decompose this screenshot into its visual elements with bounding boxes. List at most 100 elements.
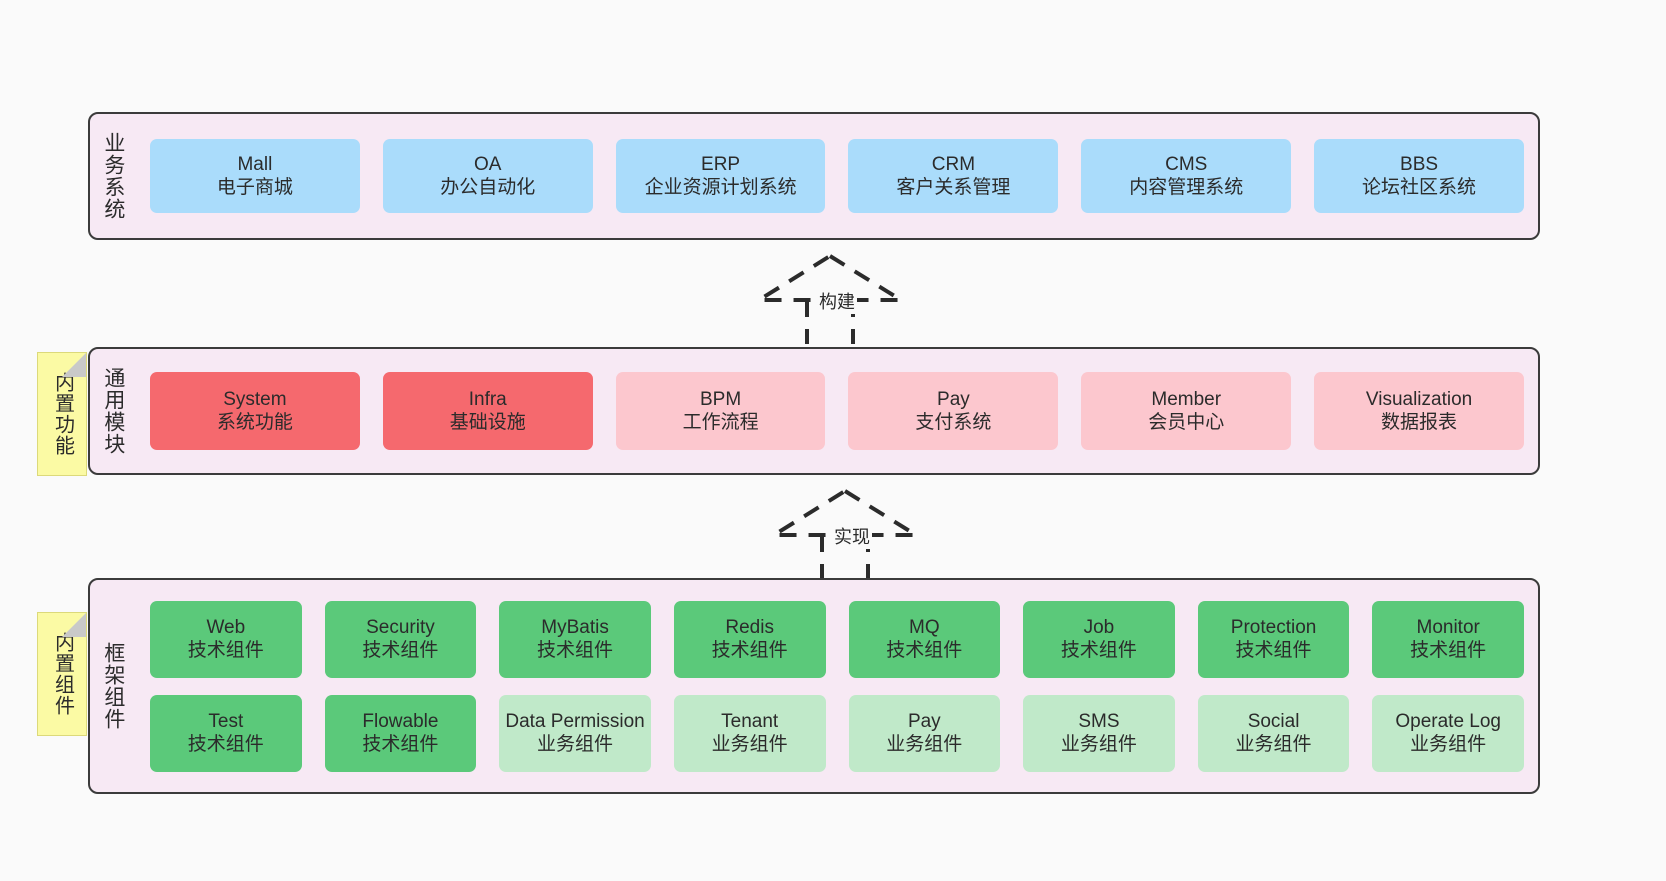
card-cms-title: CMS [1165, 153, 1208, 175]
card-job-title: Job [1083, 616, 1115, 638]
card-protection-subtitle: 技术组件 [1235, 640, 1312, 661]
card-oa[interactable]: OA 办公自动化 [382, 139, 593, 213]
card-web[interactable]: Web 技术组件 [150, 600, 302, 678]
card-bbs-subtitle: 论坛社区系统 [1362, 177, 1477, 198]
card-mq[interactable]: MQ 技术组件 [848, 600, 1001, 678]
note-builtin-components-text: 内置组件 [51, 632, 74, 716]
card-bbs[interactable]: BBS 论坛社区系统 [1314, 139, 1524, 213]
card-redis-subtitle: 技术组件 [711, 640, 788, 661]
card-mall[interactable]: Mall 电子商城 [150, 139, 360, 213]
card-cms-subtitle: 内容管理系统 [1129, 177, 1244, 198]
card-bpm-subtitle: 工作流程 [682, 412, 759, 433]
section-business-systems: 业务系统 Mall 电子商城 OA 办公自动化 ERP 企业资源计划系统 CRM… [88, 112, 1540, 240]
section-label-business-systems: 业务系统 [101, 132, 125, 220]
card-system[interactable]: System 系统功能 [150, 372, 360, 450]
section-common-modules: 通用模块 System 系统功能 Infra 基础设施 BPM 工作流程 Pay… [88, 347, 1540, 475]
card-sms-title: SMS [1078, 710, 1120, 732]
card-tenant-title: Tenant [721, 710, 779, 732]
card-flowable-title: Flowable [362, 710, 439, 732]
section-label-framework-components: 框架组件 [101, 642, 125, 730]
card-pay-component-title: Pay [907, 710, 941, 732]
section-framework-components: 框架组件 Web 技术组件 Security 技术组件 MyBatis 技术组件… [88, 578, 1540, 794]
card-redis[interactable]: Redis 技术组件 [673, 600, 826, 678]
card-mybatis-subtitle: 技术组件 [537, 640, 614, 661]
card-visualization-subtitle: 数据报表 [1381, 412, 1458, 433]
card-flowable[interactable]: Flowable 技术组件 [324, 694, 477, 772]
card-bbs-title: BBS [1400, 153, 1439, 175]
card-security[interactable]: Security 技术组件 [324, 600, 477, 678]
card-operate-log-title: Operate Log [1395, 710, 1501, 732]
card-mq-title: MQ [909, 616, 940, 638]
card-crm-subtitle: 客户关系管理 [896, 177, 1011, 198]
card-mall-title: Mall [237, 153, 273, 175]
card-erp-subtitle: 企业资源计划系统 [644, 177, 797, 198]
common-modules-row: System 系统功能 Infra 基础设施 BPM 工作流程 Pay 支付系统… [150, 372, 1524, 450]
card-operate-log-subtitle: 业务组件 [1410, 734, 1487, 755]
card-protection-title: Protection [1230, 616, 1317, 638]
card-system-subtitle: 系统功能 [216, 412, 293, 433]
card-member[interactable]: Member 会员中心 [1081, 372, 1292, 450]
card-monitor[interactable]: Monitor 技术组件 [1372, 600, 1524, 678]
card-job[interactable]: Job 技术组件 [1023, 600, 1175, 678]
card-mybatis[interactable]: MyBatis 技术组件 [499, 600, 651, 678]
card-web-subtitle: 技术组件 [187, 640, 264, 661]
card-cms[interactable]: CMS 内容管理系统 [1081, 139, 1292, 213]
card-erp[interactable]: ERP 企业资源计划系统 [615, 139, 826, 213]
card-monitor-subtitle: 技术组件 [1410, 640, 1487, 661]
card-social-title: Social [1247, 710, 1300, 732]
card-web-title: Web [206, 616, 246, 638]
card-crm[interactable]: CRM 客户关系管理 [848, 139, 1059, 213]
section-body-framework-components: Web 技术组件 Security 技术组件 MyBatis 技术组件 Redi… [136, 580, 1538, 792]
card-social-subtitle: 业务组件 [1235, 734, 1312, 755]
card-monitor-title: Monitor [1416, 616, 1480, 638]
card-redis-title: Redis [725, 616, 774, 638]
note-builtin-components: 内置组件 [37, 612, 87, 736]
card-infra[interactable]: Infra 基础设施 [382, 372, 593, 450]
arrow-build-label: 构建 [817, 288, 857, 314]
card-tenant-subtitle: 业务组件 [711, 734, 788, 755]
framework-business-row: Test 技术组件 Flowable 技术组件 Data Permission … [150, 694, 1524, 772]
card-pay-component[interactable]: Pay 业务组件 [848, 694, 1001, 772]
card-job-subtitle: 技术组件 [1060, 640, 1137, 661]
card-protection[interactable]: Protection 技术组件 [1197, 600, 1350, 678]
arrow-build: 构建 [751, 252, 909, 344]
card-pay-component-subtitle: 业务组件 [886, 734, 963, 755]
card-system-title: System [223, 388, 287, 410]
card-security-title: Security [366, 616, 435, 638]
card-crm-title: CRM [931, 153, 976, 175]
card-visualization-title: Visualization [1365, 388, 1473, 410]
card-tenant[interactable]: Tenant 业务组件 [673, 694, 826, 772]
card-data-permission[interactable]: Data Permission 业务组件 [499, 694, 651, 772]
card-social[interactable]: Social 业务组件 [1197, 694, 1350, 772]
card-flowable-subtitle: 技术组件 [362, 734, 439, 755]
card-test[interactable]: Test 技术组件 [150, 694, 302, 772]
card-member-subtitle: 会员中心 [1148, 412, 1225, 433]
section-label-common-modules: 通用模块 [101, 367, 125, 455]
card-pay-module-title: Pay [937, 388, 970, 410]
card-security-subtitle: 技术组件 [362, 640, 439, 661]
section-body-business-systems: Mall 电子商城 OA 办公自动化 ERP 企业资源计划系统 CRM 客户关系… [136, 114, 1538, 238]
card-test-title: Test [208, 710, 244, 732]
card-operate-log[interactable]: Operate Log 业务组件 [1372, 694, 1524, 772]
note-builtin-functions-text: 内置功能 [51, 372, 74, 456]
card-oa-title: OA [474, 153, 502, 175]
arrow-implement-label: 实现 [832, 523, 872, 549]
business-systems-row: Mall 电子商城 OA 办公自动化 ERP 企业资源计划系统 CRM 客户关系… [150, 139, 1524, 213]
card-sms-subtitle: 业务组件 [1060, 734, 1137, 755]
card-data-permission-title: Data Permission [505, 710, 645, 732]
card-pay-module-subtitle: 支付系统 [915, 412, 992, 433]
card-infra-title: Infra [468, 388, 507, 410]
card-bpm[interactable]: BPM 工作流程 [615, 372, 826, 450]
card-erp-title: ERP [701, 153, 741, 175]
card-infra-subtitle: 基础设施 [449, 412, 526, 433]
card-data-permission-subtitle: 业务组件 [537, 734, 614, 755]
card-pay-module[interactable]: Pay 支付系统 [848, 372, 1059, 450]
card-bpm-title: BPM [699, 388, 742, 410]
card-sms[interactable]: SMS 业务组件 [1023, 694, 1175, 772]
card-mybatis-title: MyBatis [541, 616, 609, 638]
card-visualization[interactable]: Visualization 数据报表 [1314, 372, 1524, 450]
arrow-implement: 实现 [766, 487, 924, 579]
framework-tech-row: Web 技术组件 Security 技术组件 MyBatis 技术组件 Redi… [150, 600, 1524, 678]
card-oa-subtitle: 办公自动化 [440, 177, 536, 198]
